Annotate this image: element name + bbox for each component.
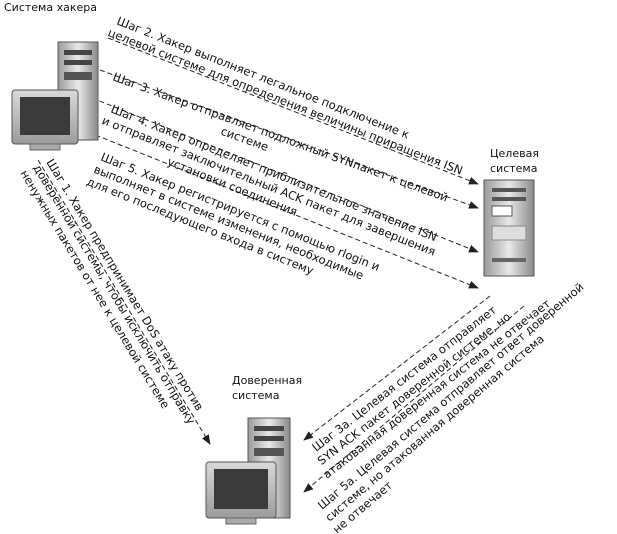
arrow-step4 xyxy=(91,97,479,253)
trusted-system-label-line2: система xyxy=(232,389,279,402)
arrow-step2 xyxy=(107,37,479,185)
hacker-system-label: Система хакера xyxy=(4,1,97,14)
target-system-label-line2: система xyxy=(490,162,537,175)
arrow-step5a xyxy=(303,305,525,493)
step2-line2: целевой системе для определения величины… xyxy=(106,25,465,177)
step3a-line3: атакованная доверенная система не отвеча… xyxy=(320,296,553,481)
arrows xyxy=(37,37,525,493)
trusted-computer-icon xyxy=(205,417,291,525)
target-server-icon xyxy=(483,179,535,277)
arrow-step1 xyxy=(37,159,211,445)
step5a-line1: Шаг 5а. Целевая система отправляет ответ… xyxy=(315,280,586,512)
arrow-step5 xyxy=(87,131,479,289)
arrow-step3a xyxy=(303,295,491,441)
step3a-text: Шаг 3а. Целевая система отправляет SYN A… xyxy=(309,296,553,481)
target-system-label-line1: Целевая xyxy=(490,147,539,160)
hacker-computer-icon xyxy=(11,41,99,151)
arrow-step3 xyxy=(99,69,479,209)
trusted-system-label-line1: Доверенная xyxy=(232,374,302,387)
